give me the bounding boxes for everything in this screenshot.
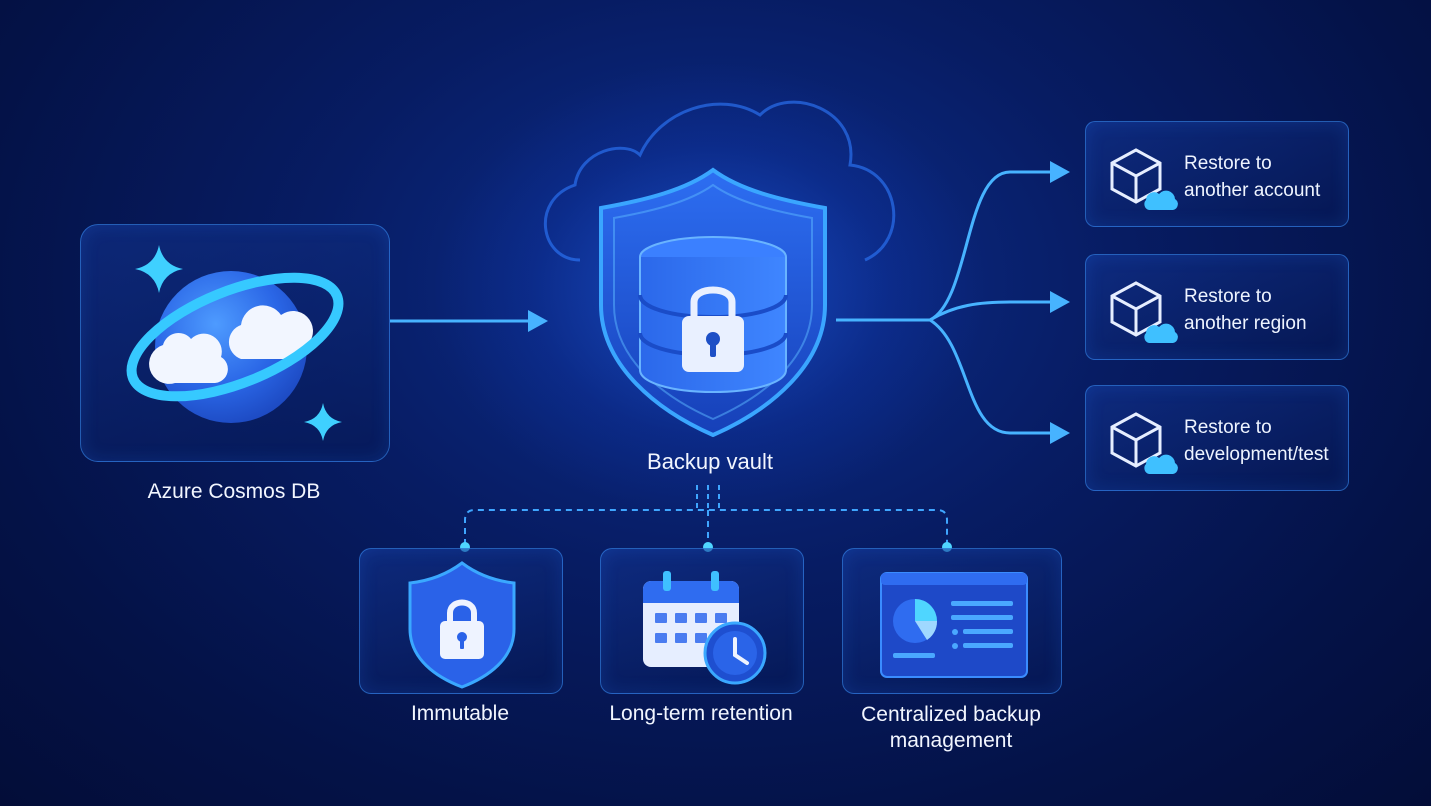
feature-card-management	[842, 548, 1062, 694]
cube-cloud-icon	[1110, 281, 1178, 343]
feature-label-immutable: Immutable	[410, 702, 510, 725]
feature-label-management-line1: Centralized backup	[861, 703, 1041, 726]
restore-option-line1: Restore to	[1184, 153, 1272, 174]
vault-cloud-outline	[543, 100, 896, 262]
restore-option-line2: development/test	[1184, 444, 1329, 465]
restore-option-line1: Restore to	[1184, 417, 1272, 438]
restore-option-card: Restore to another account	[1085, 121, 1349, 227]
feature-label-management: Centralized backup management	[842, 702, 1060, 754]
features-dashed-bus	[464, 509, 948, 545]
dashboard-chart-icon	[880, 572, 1028, 678]
vault-to-restore-1-line	[929, 170, 1052, 322]
restore-2-arrowhead	[1050, 291, 1070, 313]
restore-3-arrowhead	[1050, 422, 1070, 444]
vault-to-restore-2-line	[929, 300, 1052, 322]
vault-to-restore-3-line	[929, 318, 1052, 435]
cube-cloud-icon	[1110, 148, 1178, 210]
shield-database-lock-icon	[543, 100, 896, 438]
restore-option-line2: another account	[1184, 180, 1321, 201]
source-label: Azure Cosmos DB	[147, 480, 321, 503]
feature-card-retention	[600, 548, 804, 694]
restore-option-line1: Restore to	[1184, 286, 1272, 307]
source-card	[80, 224, 390, 462]
restore-option-line2: another region	[1184, 313, 1307, 334]
cube-cloud-icon	[1110, 412, 1178, 474]
shield-lock-icon	[408, 561, 516, 689]
restore-option-card: Restore to development/test	[1085, 385, 1349, 491]
feature-label-management-line2: management	[889, 729, 1013, 752]
feature-card-immutable	[359, 548, 563, 694]
restore-option-card: Restore to another region	[1085, 254, 1349, 360]
source-to-vault-arrowhead	[528, 310, 548, 332]
restore-1-arrowhead	[1050, 161, 1070, 183]
vault-label: Backup vault	[647, 449, 773, 474]
cosmos-db-planet-icon	[126, 245, 344, 441]
calendar-clock-icon	[643, 571, 767, 685]
feature-label-retention: Long-term retention	[609, 702, 793, 725]
